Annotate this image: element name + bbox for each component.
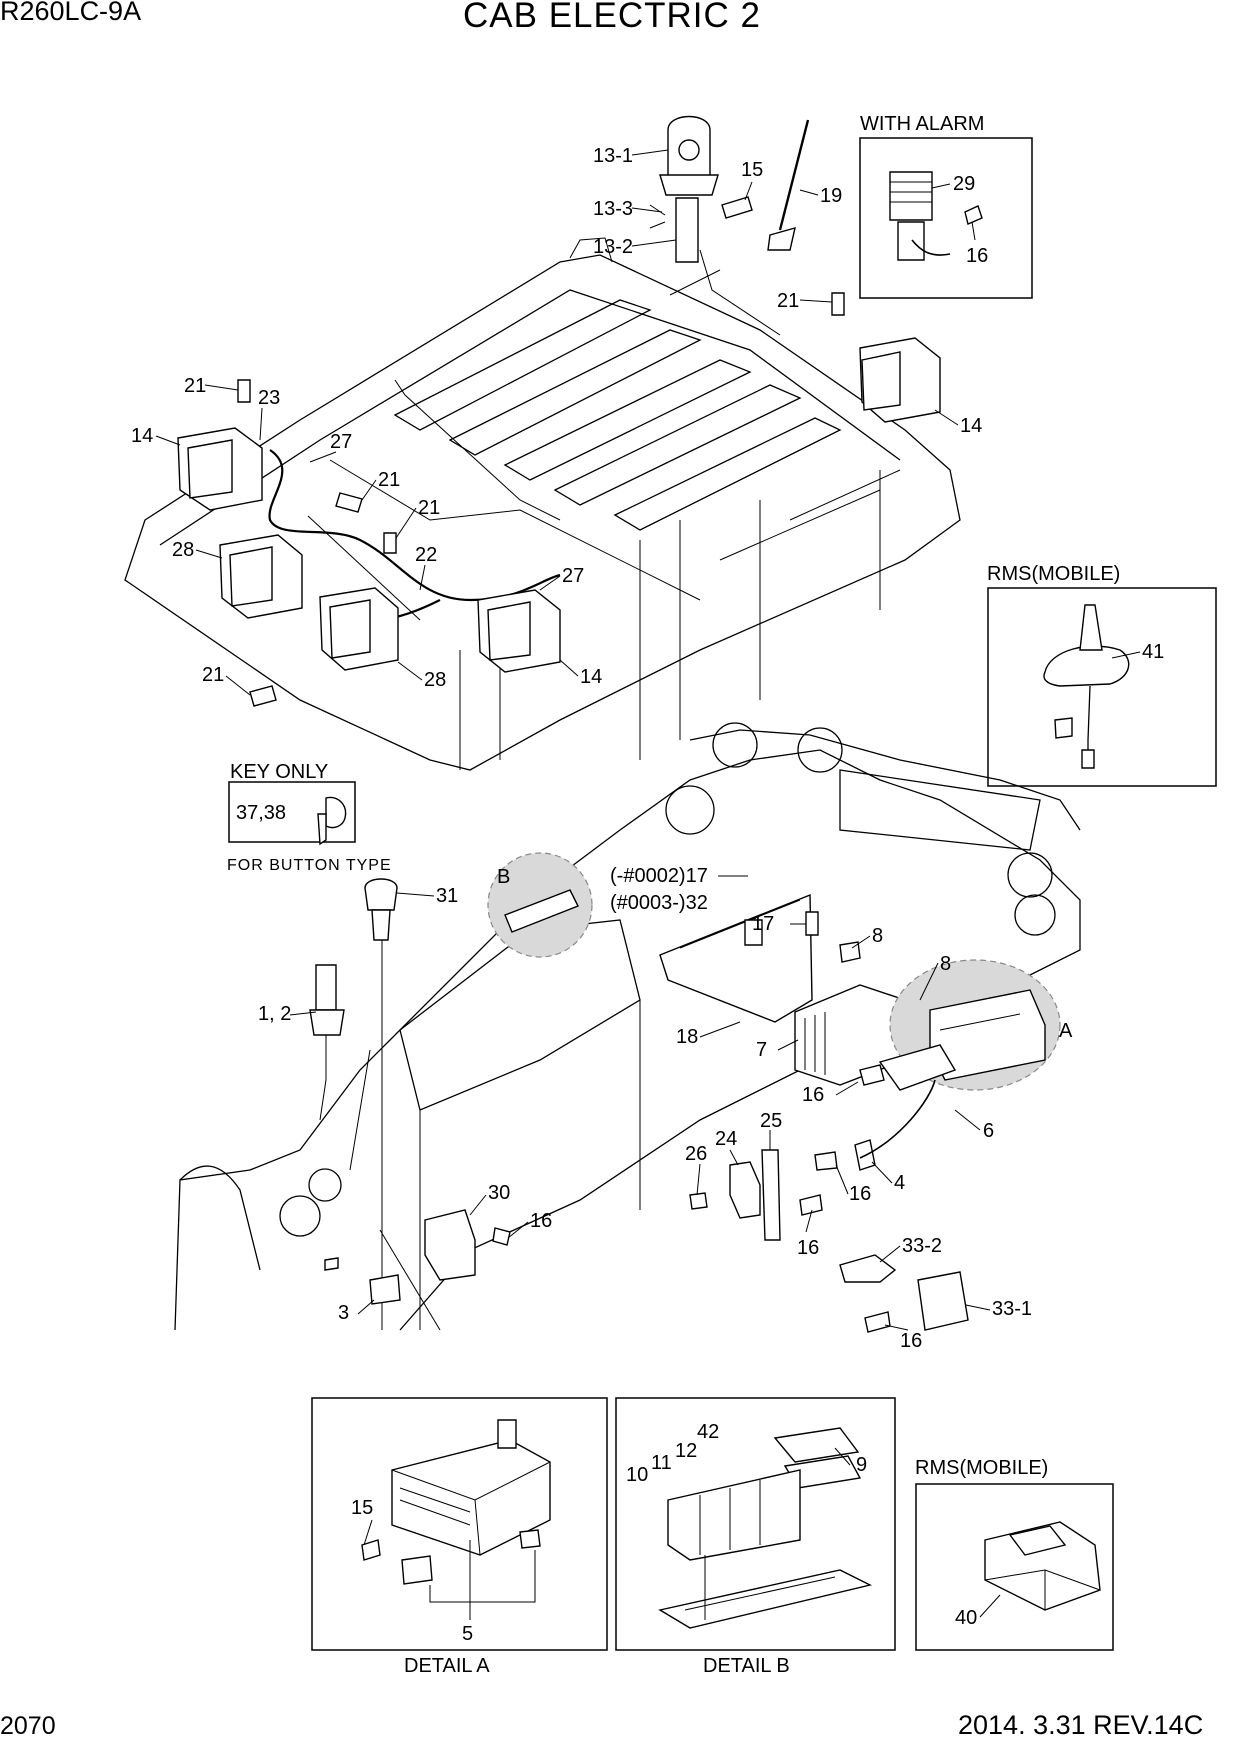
callout-19: 19 [820,185,842,207]
callout-21-left: 21 [184,375,206,397]
work-lamp-left [177,427,263,511]
callout-7: 7 [756,1039,767,1061]
callout-14-low: 14 [580,666,602,688]
rms-mobile-antenna-inset [987,587,1217,787]
work-lamp-right [859,337,941,423]
model-number: R260LC-9A [0,0,142,26]
callout-21-mid2: 21 [418,497,440,519]
work-lamp-mid-a [219,534,303,619]
key-only-inset [228,781,356,843]
antenna [767,119,810,251]
callout-15-detail: 15 [351,1497,373,1519]
callout-32: (#0003-)32 [610,892,708,914]
revision-date: 2014. 3.31 REV.14C [958,1710,1204,1740]
callout-41: 41 [1142,641,1164,663]
callout-24: 24 [715,1128,737,1150]
callout-16-alarm: 16 [966,245,988,267]
callout-28-b: 28 [424,669,446,691]
detail-a-caption: DETAIL A [404,1655,490,1677]
rms-mobile-top-caption: RMS(MOBILE) [987,563,1120,585]
callout-21-low: 21 [202,664,224,686]
work-lamp-mid-b [319,587,399,671]
callout-16-b: 16 [849,1183,871,1205]
callout-17-b: 17 [752,913,774,935]
callout-33-1: 33-1 [992,1298,1032,1320]
callout-23: 23 [258,387,280,409]
alarm-beacon [889,171,983,261]
callout-33-2: 33-2 [902,1235,942,1257]
callout-16-e: 16 [900,1330,922,1352]
work-lamp-low [477,589,561,673]
rms-unit [984,1521,1101,1611]
callout-37-38: 37,38 [236,802,286,824]
callout-27-a: 27 [330,431,352,453]
detail-a-box [311,1397,608,1651]
bracket-18 [659,893,813,1023]
callout-27-b: 27 [562,565,584,587]
key-only-caption: KEY ONLY [230,761,328,783]
beacon-lamp [649,115,719,263]
callout-16-a: 16 [802,1084,824,1106]
callout-25: 25 [760,1110,782,1132]
for-button-type-caption: FOR BUTTON TYPE [227,857,392,874]
detail-b-box [615,1397,896,1651]
callout-16-d: 16 [797,1237,819,1259]
callout-5: 5 [462,1623,473,1645]
callout-30: 30 [488,1182,510,1204]
detail-b-marker: B [497,866,510,888]
callout-13-2: 13-2 [593,236,633,258]
callout-6: 6 [983,1120,994,1142]
rms-mobile-unit-inset [915,1483,1114,1651]
detail-b-switches [658,1427,873,1629]
callout-18: 18 [676,1026,698,1048]
page-number: 2070 [0,1712,56,1740]
detail-a-radio [361,1419,551,1620]
callout-26: 26 [685,1143,707,1165]
rms-antenna [1043,604,1130,769]
callout-8-b: 8 [940,953,951,975]
leader-lines [155,149,1141,1618]
cab-roof [124,237,961,771]
with-alarm-caption: WITH ALARM [860,113,984,135]
callout-14-left: 14 [131,425,153,447]
callout-8-a: 8 [872,925,883,947]
with-alarm-inset [859,137,1033,299]
rms-mobile-bottom-caption: RMS(MOBILE) [915,1457,1048,1479]
callout-14-right: 14 [960,415,982,437]
callout-22: 22 [415,544,437,566]
roof-bolts [237,196,845,707]
detail-b-caption: DETAIL B [703,1655,790,1677]
callout-13-3: 13-3 [593,198,633,220]
callout-21-roof-right: 21 [777,290,799,312]
callout-10: 10 [626,1464,648,1486]
callout-11: 11 [651,1452,672,1474]
callout-12: 12 [675,1440,697,1462]
callout-16-c: 16 [530,1210,552,1232]
callout-17-a: (-#0002)17 [610,865,708,887]
key-icon [317,796,347,846]
callout-3: 3 [338,1302,349,1324]
callout-4: 4 [894,1172,905,1194]
callout-28-a: 28 [172,539,194,561]
detail-a-marker: A [1059,1020,1073,1042]
callout-21-mid: 21 [378,469,400,491]
callout-9: 9 [856,1454,867,1476]
switch-panel [504,889,579,933]
callout-1-2: 1, 2 [258,1003,291,1025]
callout-31: 31 [436,885,458,907]
callout-42: 42 [697,1421,719,1443]
callout-29: 29 [953,173,975,195]
callout-15-top: 15 [741,159,763,181]
callout-40: 40 [955,1607,977,1629]
callout-13-1: 13-1 [593,145,633,167]
page-title: CAB ELECTRIC 2 [463,0,761,35]
misc-parts [309,878,969,1333]
